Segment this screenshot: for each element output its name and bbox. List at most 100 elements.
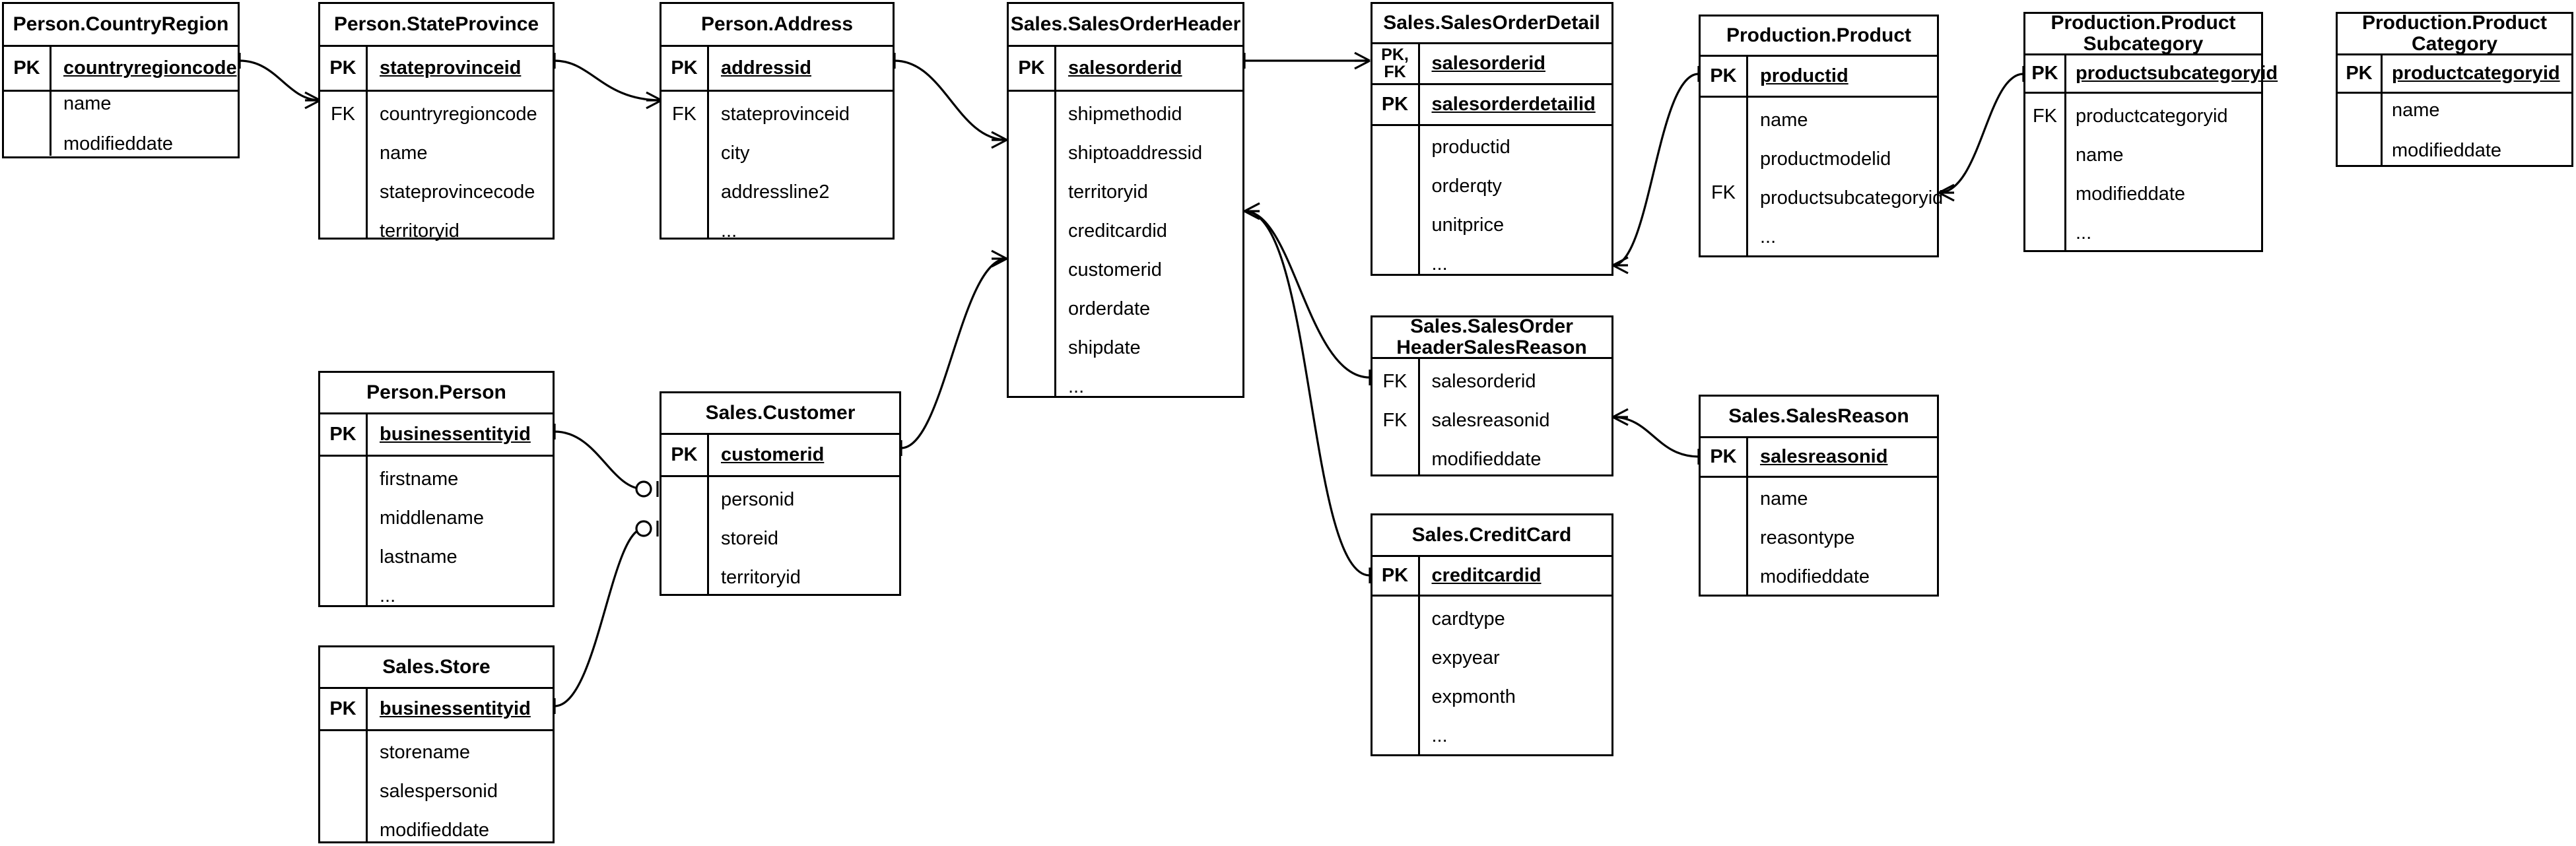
crowfoot-sod — [1354, 51, 1371, 70]
attribute-block: productid orderqty unitprice ... — [1372, 124, 1611, 275]
attribute-name: productcategoryid — [2076, 106, 2228, 127]
pk-row: PK stateprovinceid — [320, 45, 553, 90]
attribute-name: storename — [380, 742, 471, 763]
key-marker: FK — [1382, 371, 1407, 392]
pk-row: PK creditcardid — [1372, 555, 1611, 595]
attribute-name: ... — [1760, 226, 1777, 247]
entity-production-product[interactable]: Production.Product PK productid FK name … — [1699, 15, 1943, 257]
attribute-block: shipmethodid shiptoaddressid territoryid… — [1009, 90, 1242, 397]
attribute-name: stateprovinceid — [380, 57, 522, 79]
key-column — [1009, 92, 1056, 396]
attribute-name: countryregioncode — [63, 57, 237, 79]
pk-row: PK productid — [1701, 55, 1937, 96]
attribute-name: stateprovincecode — [380, 181, 535, 203]
attribute-block: storename salespersonid modifieddate — [320, 729, 553, 841]
attribute-name: productcategoryid — [2392, 63, 2560, 84]
entity-person-stateprovince[interactable]: Person.StateProvince PK stateprovinceid … — [318, 2, 555, 242]
attribute-name: city — [721, 143, 750, 164]
entity-sales-salesorderheader[interactable]: Sales.SalesOrderHeader PK salesorderid s… — [1007, 2, 1244, 398]
key-column: FK — [320, 92, 368, 238]
attribute-block: FK FK salesorderid salesreasonid modifie… — [1372, 357, 1611, 474]
attribute-list: name modifieddate — [2383, 94, 2571, 167]
attribute-name: addressid — [721, 57, 811, 79]
attribute-name: salesorderid — [1431, 371, 1536, 392]
attribute-name: ... — [1068, 376, 1085, 397]
attribute-name: territoryid — [380, 220, 459, 242]
attribute-list: name productmodelid productsubcategoryid… — [1748, 98, 1943, 255]
entity-title: Production.Product — [1726, 24, 1911, 46]
attribute-block: FK name productmodelid productsubcategor… — [1701, 96, 1943, 255]
entity-title: Sales.SalesOrder HeaderSalesReason — [1396, 315, 1587, 358]
attribute-name: ... — [2076, 222, 2092, 244]
attribute-name: orderqty — [1431, 176, 1502, 197]
key-column — [1701, 478, 1748, 595]
attribute-list: name modifieddate — [51, 92, 238, 156]
attribute-block: name reasontype modifieddate — [1701, 476, 1937, 595]
attribute-name: creditcardid — [1068, 220, 1167, 242]
entity-title: Sales.CreditCard — [1411, 523, 1572, 546]
entity-production-productcategory[interactable]: Production.Product Category PK productca… — [2336, 12, 2573, 167]
attribute-name: customerid — [721, 444, 825, 465]
attribute-block: name modifieddate — [2338, 92, 2571, 167]
entity-sales-salesorderdetail[interactable]: Sales.SalesOrderDetail PK, FK salesorder… — [1370, 2, 1613, 276]
crowfoot-sod-product — [1612, 256, 1629, 275]
attribute-name: ... — [1431, 725, 1448, 746]
attribute-name: unitprice — [1431, 214, 1505, 236]
pk-row: PK salesorderid — [1009, 45, 1242, 90]
attribute-name: productsubcategoryid — [2076, 63, 2278, 84]
attribute-name: salesorderid — [1068, 57, 1182, 79]
attribute-name: productmodelid — [1760, 148, 1891, 170]
attribute-name: name — [2076, 145, 2124, 166]
entity-person-address[interactable]: Person.Address PK addressid FK stateprov… — [660, 2, 895, 242]
key-column: FK — [1701, 98, 1748, 255]
attribute-name: name — [1760, 488, 1808, 509]
entity-title: Sales.Customer — [705, 401, 856, 424]
key-column — [320, 457, 368, 605]
key-marker: PK — [320, 414, 368, 455]
key-marker-text: PK, FK — [1381, 46, 1409, 81]
attribute-name: expmonth — [1431, 686, 1516, 707]
entity-title: Person.CountryRegion — [13, 13, 229, 35]
attribute-name: stateprovinceid — [721, 104, 850, 125]
attribute-name: storeid — [721, 528, 779, 549]
attribute-list: salesorderid salesreasonid modifieddate — [1420, 359, 1611, 474]
attribute-name: creditcardid — [1431, 565, 1542, 586]
attribute-list: countryregioncode name stateprovincecode… — [368, 92, 553, 242]
crowfoot-soh-ship — [991, 131, 1007, 149]
attribute-name: ... — [721, 220, 737, 242]
attribute-list: productid orderqty unitprice ... — [1420, 126, 1611, 275]
entity-title: Sales.SalesReason — [1728, 405, 1909, 427]
entity-sales-salesorderheadersalesreason[interactable]: Sales.SalesOrder HeaderSalesReason FK FK… — [1370, 315, 1613, 476]
pk-row: PK countryregioncode — [4, 45, 238, 90]
entity-production-productsubcategory[interactable]: Production.Product Subcategory PK produc… — [2023, 12, 2278, 252]
key-marker: FK — [1382, 410, 1407, 431]
attribute-name: shipmethodid — [1068, 104, 1182, 125]
entity-sales-store[interactable]: Sales.Store PK businessentityid storenam… — [318, 645, 555, 843]
zero-one-circle-personid — [635, 480, 652, 498]
attribute-name: salesorderdetailid — [1431, 94, 1596, 115]
entity-person-person[interactable]: Person.Person PK businessentityid firstn… — [318, 371, 555, 607]
attribute-name: customerid — [1068, 259, 1162, 280]
key-column — [1373, 126, 1420, 274]
key-column: FK — [661, 92, 709, 238]
attribute-block: FK stateprovinceid city addressline2 ... — [661, 90, 893, 242]
link-salesorderheader-creditcard — [1244, 210, 1371, 577]
link-salesorderdetail-product — [1612, 73, 1699, 267]
key-marker: PK — [1701, 57, 1748, 96]
key-marker: PK — [2025, 55, 2066, 92]
entity-sales-creditcard[interactable]: Sales.CreditCard PK creditcardid cardtyp… — [1370, 513, 1613, 756]
entity-person-countryregion[interactable]: Person.CountryRegion PK countryregioncod… — [2, 2, 240, 158]
key-column — [1373, 597, 1420, 754]
attribute-name: salespersonid — [380, 781, 498, 802]
attribute-list: productcategoryid name modifieddate ... — [2066, 94, 2261, 252]
entity-title: Production.Product Category — [2362, 11, 2547, 55]
key-marker: PK — [1009, 47, 1056, 90]
key-column: FK FK — [1373, 359, 1420, 474]
entity-sales-salesreason[interactable]: Sales.SalesReason PK salesreasonid name … — [1699, 395, 1939, 597]
link-customer-salesorderheader — [900, 257, 1007, 449]
key-marker: PK — [320, 47, 368, 90]
zero-one-circle-storeid — [635, 520, 652, 537]
attribute-name: shiptoaddressid — [1068, 143, 1203, 164]
entity-sales-customer[interactable]: Sales.Customer PK customerid personid st… — [660, 391, 901, 596]
attribute-name: ... — [1431, 253, 1448, 275]
